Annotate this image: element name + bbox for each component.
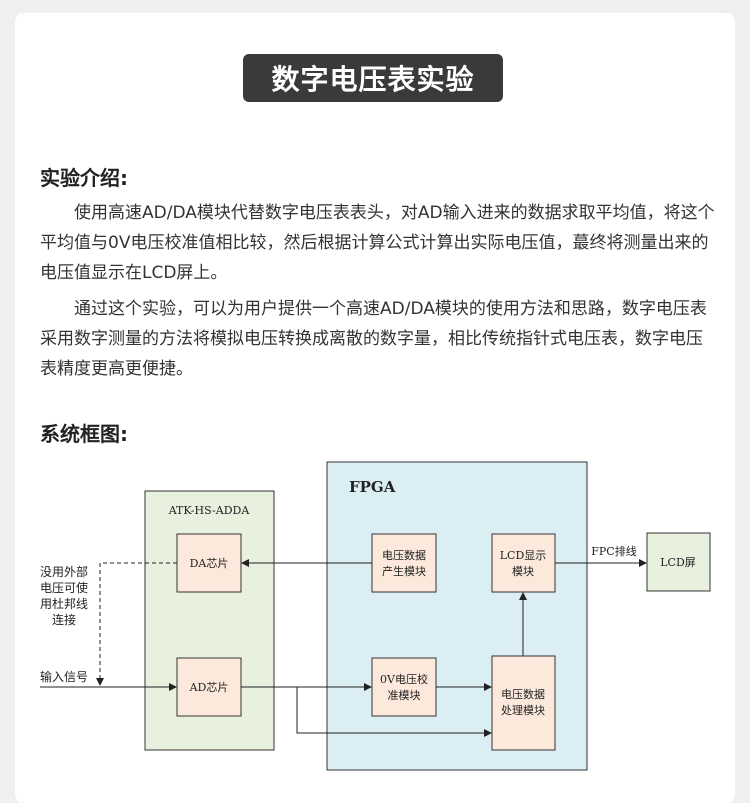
lcd-screen-label: LCD屏 — [660, 556, 696, 569]
diagram-heading: 系统框图: — [40, 422, 128, 446]
ad-chip-block — [176, 657, 242, 717]
da-chip-label: DA芯片 — [190, 556, 229, 570]
lcd-display-module — [491, 533, 556, 593]
voltage-gen-label-1: 电压数据 — [382, 548, 426, 562]
voltage-gen-module — [371, 533, 437, 593]
voltage-proc-module — [491, 655, 556, 751]
lcd-screen-block — [646, 532, 711, 592]
voltage-gen-label-2: 产生模块 — [382, 564, 426, 578]
intro-paragraph-2: 通过这个实验，可以为用户提供一个高速AD/DA模块的使用方法和思路，数字电压表采… — [40, 299, 707, 379]
adda-module-label: ATK-HS-ADDA — [168, 504, 251, 517]
voltage-proc-label-2: 处理模块 — [501, 704, 545, 717]
calibration-label-1: 0V电压校 — [380, 672, 428, 686]
page-title: 数字电压表实验 — [243, 54, 503, 102]
voltage-proc-label-1: 电压数据 — [501, 687, 545, 701]
arrow-ad-to-proc — [296, 687, 492, 737]
fpc-cable-label: FPC排线 — [591, 544, 636, 558]
note-line-2: 电压可使 — [40, 580, 88, 595]
calibration-label-2: 准模块 — [388, 689, 421, 702]
calibration-module — [371, 657, 437, 717]
dashed-loopback-line — [96, 562, 177, 686]
lcd-display-label-1: LCD显示 — [500, 549, 547, 562]
note-line-4: 连接 — [52, 612, 76, 627]
note-line-3: 用杜邦线 — [40, 596, 88, 611]
lcd-display-label-2: 模块 — [512, 565, 534, 578]
intro-heading: 实验介绍: — [40, 166, 128, 190]
note-line-1: 没用外部 — [40, 564, 88, 579]
intro-paragraph-1: 使用高速AD/DA模块代替数字电压表表头，对AD输入进来的数据求取平均值，将这个… — [40, 203, 715, 283]
ad-chip-label: AD芯片 — [189, 680, 229, 694]
da-chip-block — [176, 533, 242, 593]
fpga-label: FPGA — [349, 478, 396, 496]
input-signal-label: 输入信号 — [40, 669, 88, 684]
